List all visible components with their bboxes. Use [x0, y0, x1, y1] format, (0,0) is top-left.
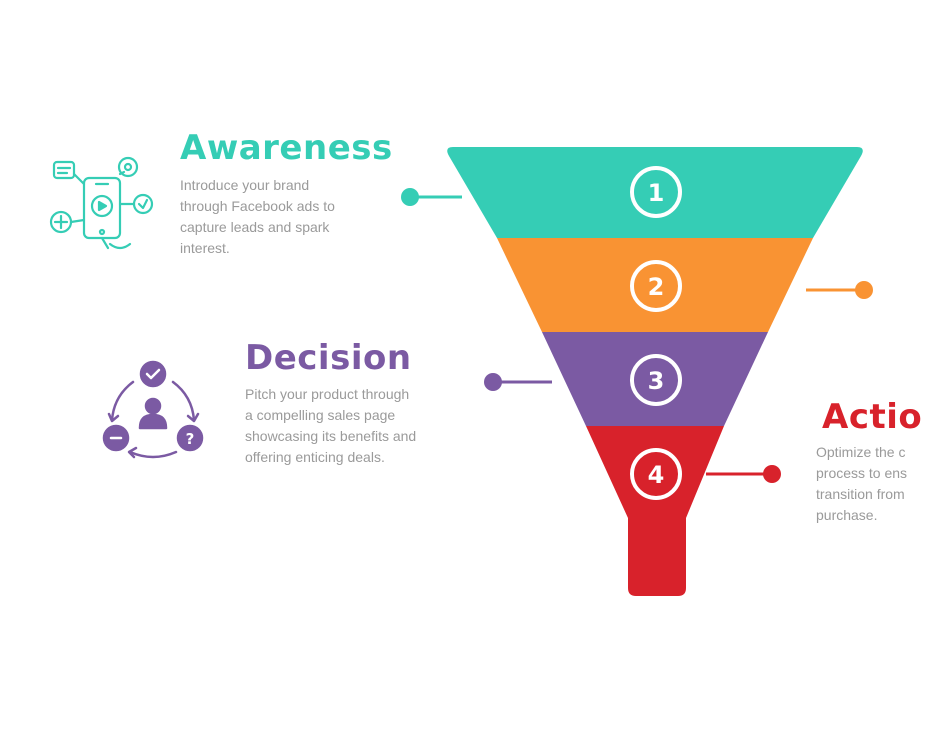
description-line: through Facebook ads to — [180, 198, 335, 214]
description-line: showcasing its benefits and — [245, 428, 417, 444]
stage-description-decision: Pitch your product through a compelling … — [245, 384, 416, 468]
connector-2 — [806, 281, 873, 299]
funnel-segment-1 — [447, 147, 863, 238]
description-line: Pitch your product through — [245, 386, 410, 402]
stage-number-badge-3: 3 — [630, 354, 682, 406]
funnel-segment-3 — [542, 332, 768, 426]
stage-description-action: Optimize the c process to ens transition… — [816, 442, 925, 526]
stage-title-decision: Decision — [245, 338, 412, 378]
description-line: a compelling sales page — [245, 407, 396, 423]
stage-number-4: 4 — [648, 461, 665, 489]
stage-number-badge-2: 2 — [630, 260, 682, 312]
connector-1 — [401, 188, 462, 206]
description-line: purchase. — [816, 507, 878, 523]
stage-number-badge-1: 1 — [630, 166, 682, 218]
stage-title-action: Action — [822, 397, 925, 437]
svg-text:?: ? — [186, 430, 195, 448]
description-line: offering enticing deals. — [245, 449, 385, 465]
stage-title-awareness: Awareness — [180, 128, 393, 168]
connector-4 — [706, 465, 781, 483]
stage-number-2: 2 — [648, 273, 665, 301]
funnel-segment-4 — [586, 426, 724, 596]
stage-number-1: 1 — [648, 179, 665, 207]
description-line: capture leads and spark — [180, 219, 330, 235]
smartphone-network-icon — [48, 152, 163, 267]
connector-3 — [484, 373, 552, 391]
description-line: Optimize the c — [816, 444, 906, 460]
stage-number-badge-4: 4 — [630, 448, 682, 500]
description-line: interest. — [180, 240, 230, 256]
description-line: transition from — [816, 486, 905, 502]
funnel-segment-2 — [497, 238, 813, 332]
description-line: Introduce your brand — [180, 177, 310, 193]
stage-number-3: 3 — [648, 367, 665, 395]
description-line: process to ens — [816, 465, 908, 481]
decision-cycle-icon: ? — [100, 358, 210, 473]
stage-description-awareness: Introduce your brand through Facebook ad… — [180, 175, 335, 259]
